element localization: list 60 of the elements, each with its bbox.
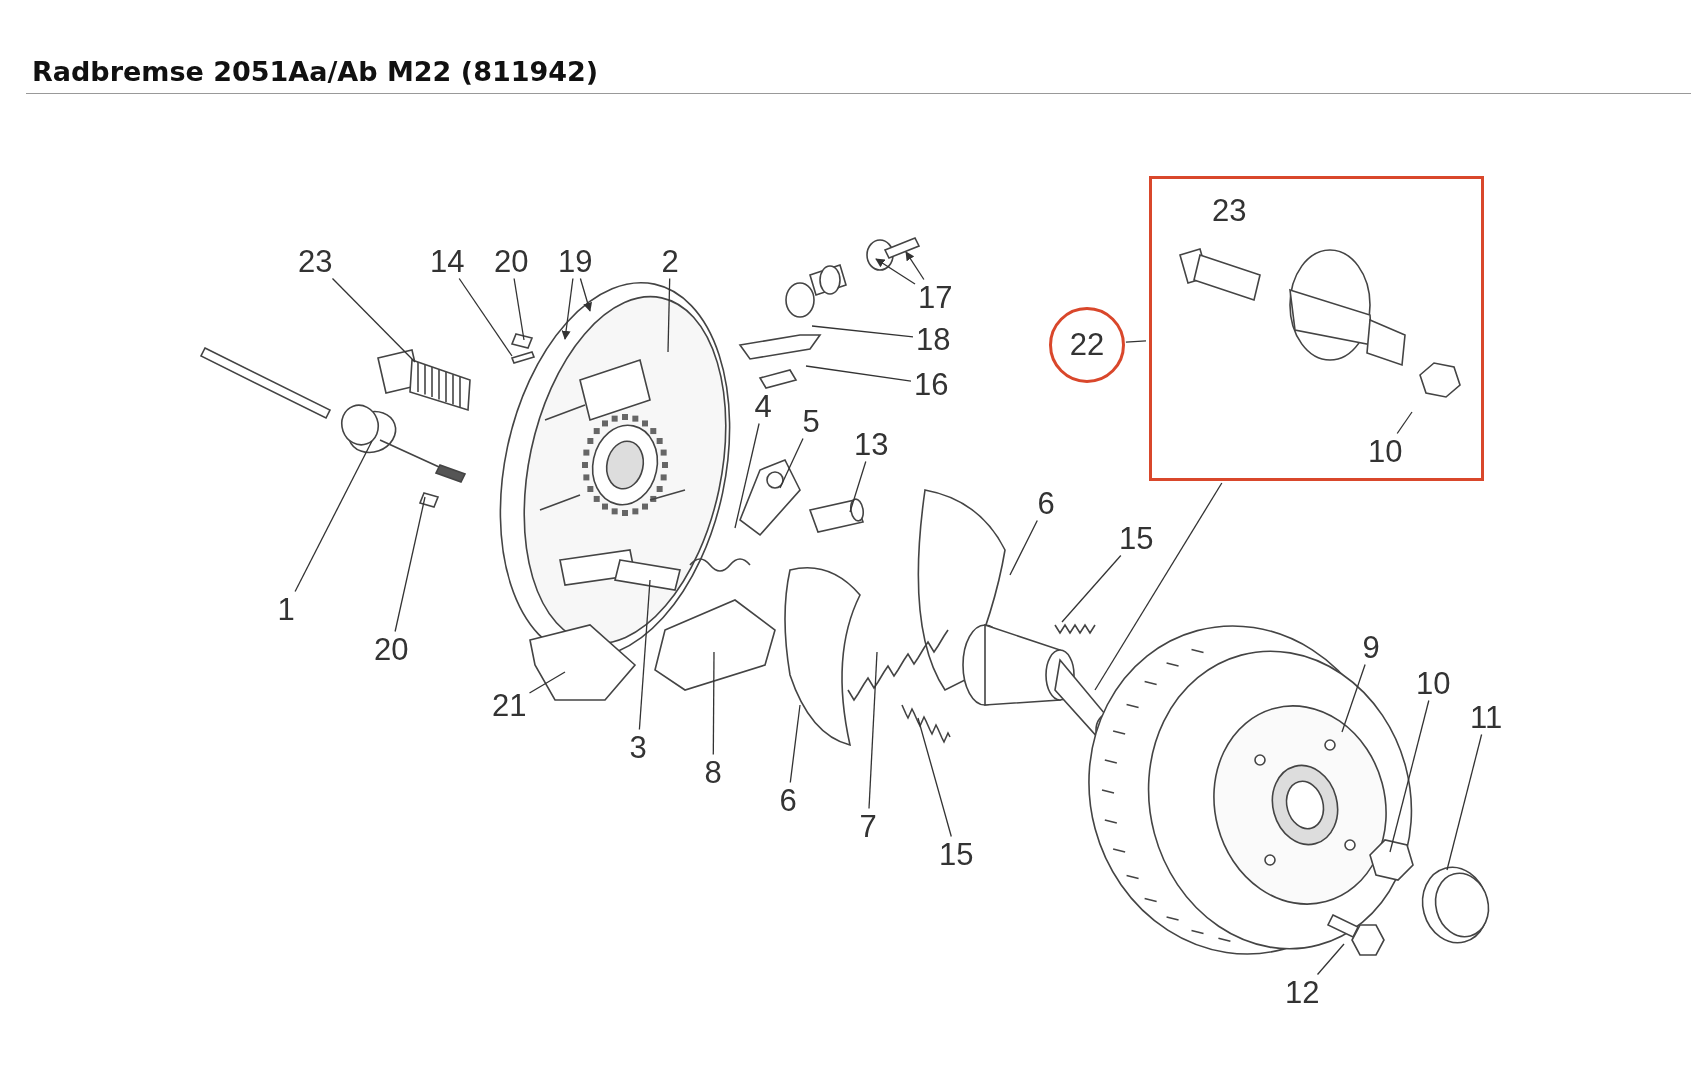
- callout-number: 12: [1285, 976, 1320, 1008]
- callout-number: 11: [1470, 701, 1503, 733]
- leader-line: [528, 671, 566, 694]
- callout-number: 21: [492, 689, 527, 721]
- callout-number: 5: [802, 405, 820, 437]
- callout-number: 20: [374, 633, 409, 665]
- leader-line: [294, 440, 373, 593]
- leader-line: [868, 651, 878, 810]
- callout-number: 1: [277, 593, 295, 625]
- callout-number: 6: [779, 784, 797, 816]
- leader-line: [513, 277, 525, 341]
- callout-number: 16: [914, 368, 949, 400]
- leader-line: [875, 258, 916, 285]
- leader-line: [561, 277, 574, 340]
- callout-number: 9: [1362, 631, 1380, 663]
- callout-number: 10: [1368, 435, 1403, 467]
- callout-number: 6: [1037, 487, 1055, 519]
- callout-number: 10: [1416, 667, 1451, 699]
- callout-number: 23: [1212, 194, 1247, 226]
- leader-line: [458, 277, 513, 357]
- leader-line: [1125, 340, 1147, 343]
- leader-line: [905, 251, 925, 281]
- leader-line: [789, 704, 801, 784]
- callout-number: 17: [918, 281, 953, 313]
- callout-number: 14: [430, 245, 465, 277]
- callout-number: 8: [704, 756, 722, 788]
- callout-number: 20: [494, 245, 529, 277]
- leader-line: [1341, 663, 1366, 733]
- leader-line: [712, 651, 715, 756]
- leader-line: [779, 437, 804, 489]
- callout-number: 3: [629, 731, 647, 763]
- leader-line: [394, 496, 426, 633]
- callout-number: 18: [916, 323, 951, 355]
- callout-number: 13: [854, 428, 889, 460]
- leader-line: [638, 579, 651, 731]
- callout-number: 19: [558, 245, 593, 277]
- leader-line: [917, 717, 952, 838]
- callout-number: 15: [1119, 522, 1154, 554]
- leader-line: [331, 277, 416, 363]
- leader-line: [1316, 943, 1345, 976]
- leader-line: [1009, 519, 1038, 576]
- page-title: Radbremse 2051Aa/Ab M22 (811942): [32, 56, 599, 87]
- leader-line: [734, 422, 760, 529]
- leader-line: [805, 365, 912, 382]
- leader-line: [1389, 699, 1430, 853]
- leader-line: [811, 325, 914, 338]
- leader-line: [1094, 482, 1223, 691]
- circled-callout-number: 22: [1049, 307, 1125, 383]
- leader-line: [1446, 733, 1483, 871]
- inset-frame: [1149, 176, 1484, 481]
- callout-number: 23: [298, 245, 333, 277]
- callout-number: 15: [939, 838, 974, 870]
- leader-line: [667, 277, 671, 353]
- callout-number: 2: [661, 245, 679, 277]
- leader-line: [1061, 554, 1122, 623]
- callout-number: 4: [754, 390, 772, 422]
- leader-line: [849, 460, 867, 513]
- leader-line: [1396, 411, 1413, 435]
- leader-line: [579, 277, 593, 312]
- callout-number: 7: [859, 810, 877, 842]
